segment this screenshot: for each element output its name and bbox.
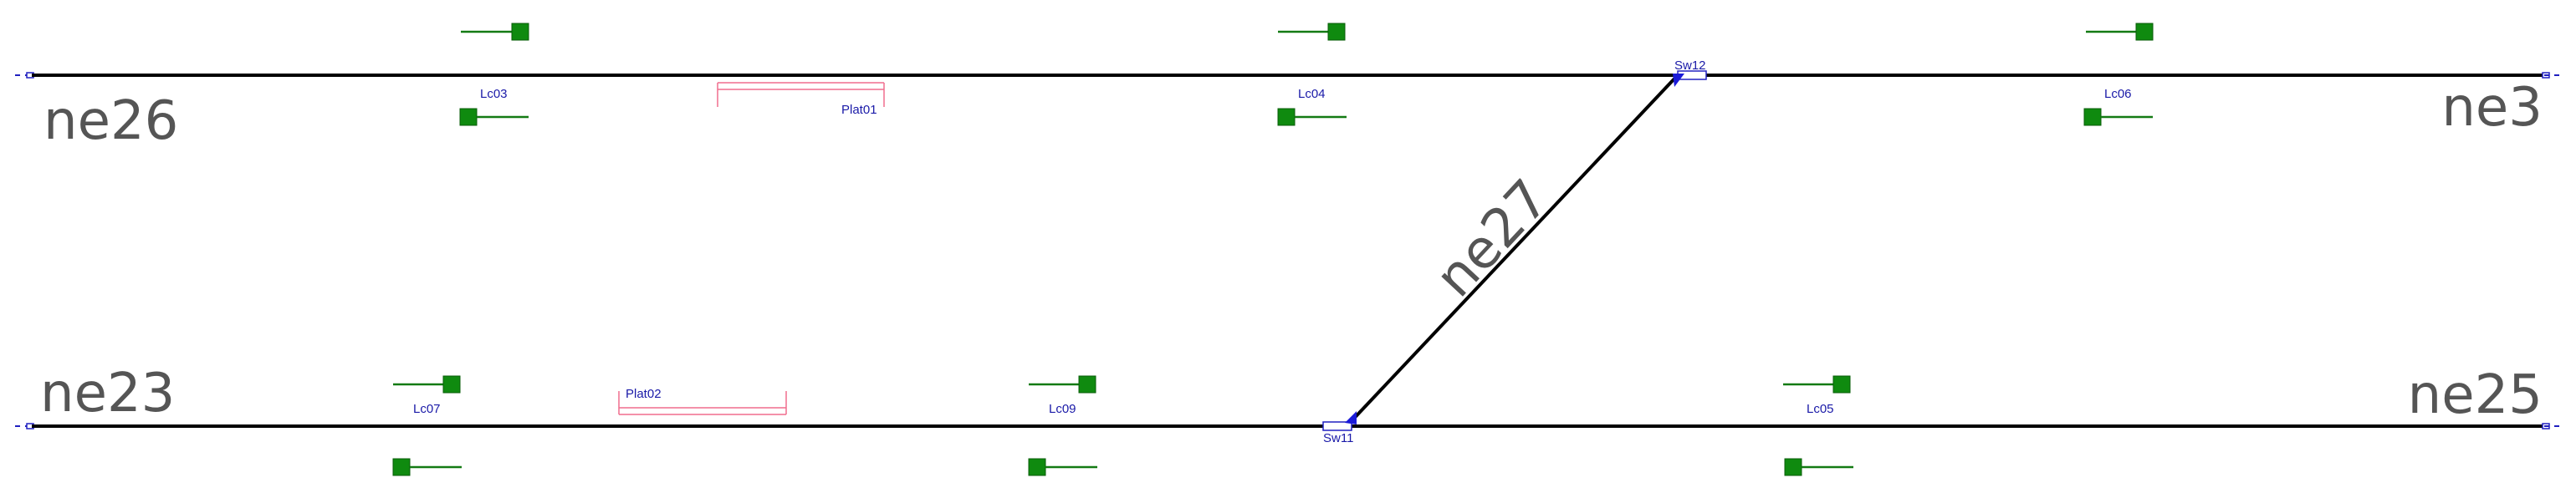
signal-bottom-lower-2[interactable] xyxy=(1028,458,1097,476)
signal-lc03[interactable] xyxy=(459,108,529,126)
platform-plat01[interactable] xyxy=(717,82,885,107)
platform-label-plat01: Plat01 xyxy=(841,103,877,117)
signal-lc04[interactable] xyxy=(1277,108,1347,126)
switch-direction-icon xyxy=(1673,74,1684,87)
signal-label-lc05: Lc05 xyxy=(1807,402,1834,416)
signal-lc07[interactable] xyxy=(393,375,461,394)
signal-head-icon xyxy=(2083,108,2102,126)
switch-label-sw11: Sw11 xyxy=(1323,431,1353,445)
signal-head-icon xyxy=(442,375,461,394)
signal-bottom-lower-3[interactable] xyxy=(1784,458,1853,476)
signal-lc06[interactable] xyxy=(2083,108,2153,126)
signal-lc09[interactable] xyxy=(1029,375,1096,394)
segment-label-ne26: ne26 xyxy=(43,90,178,152)
signal-label-lc06: Lc06 xyxy=(2104,87,2132,101)
signal-top-upper-3[interactable] xyxy=(2086,23,2154,41)
segment-label-ne25: ne25 xyxy=(2408,364,2543,426)
signal-label-lc09: Lc09 xyxy=(1049,402,1076,416)
platform-plat02[interactable] xyxy=(618,391,787,415)
signal-bottom-lower-1[interactable] xyxy=(392,458,462,476)
segment-label-ne3: ne3 xyxy=(2441,77,2543,139)
segment-label-ne23: ne23 xyxy=(40,363,175,424)
switch-sw12[interactable] xyxy=(1673,70,1707,87)
signal-head-icon xyxy=(1327,23,1346,41)
crossover-track[interactable] xyxy=(1347,75,1678,426)
signal-head-icon xyxy=(459,108,478,126)
signal-head-icon xyxy=(511,23,529,41)
signal-top-upper-2[interactable] xyxy=(1278,23,1346,41)
signal-head-icon xyxy=(1277,108,1296,126)
switch-sw11[interactable] xyxy=(1322,411,1357,431)
switch-box xyxy=(1322,421,1352,431)
signal-head-icon xyxy=(392,458,411,476)
signal-head-icon xyxy=(1078,375,1096,394)
signal-top-upper-1[interactable] xyxy=(461,23,529,41)
signal-label-lc03: Lc03 xyxy=(480,87,508,101)
switch-label-sw12: Sw12 xyxy=(1674,58,1706,73)
segment-label-ne27: ne27 xyxy=(1424,168,1561,308)
signal-head-icon xyxy=(1832,375,1851,394)
signal-label-lc04: Lc04 xyxy=(1298,87,1326,101)
signal-head-icon xyxy=(2135,23,2154,41)
signal-head-icon xyxy=(1784,458,1802,476)
platform-label-plat02: Plat02 xyxy=(626,387,662,401)
signal-lc05[interactable] xyxy=(1783,375,1851,394)
signal-label-lc07: Lc07 xyxy=(413,402,441,416)
signal-head-icon xyxy=(1028,458,1046,476)
switch-direction-icon xyxy=(1345,411,1357,424)
